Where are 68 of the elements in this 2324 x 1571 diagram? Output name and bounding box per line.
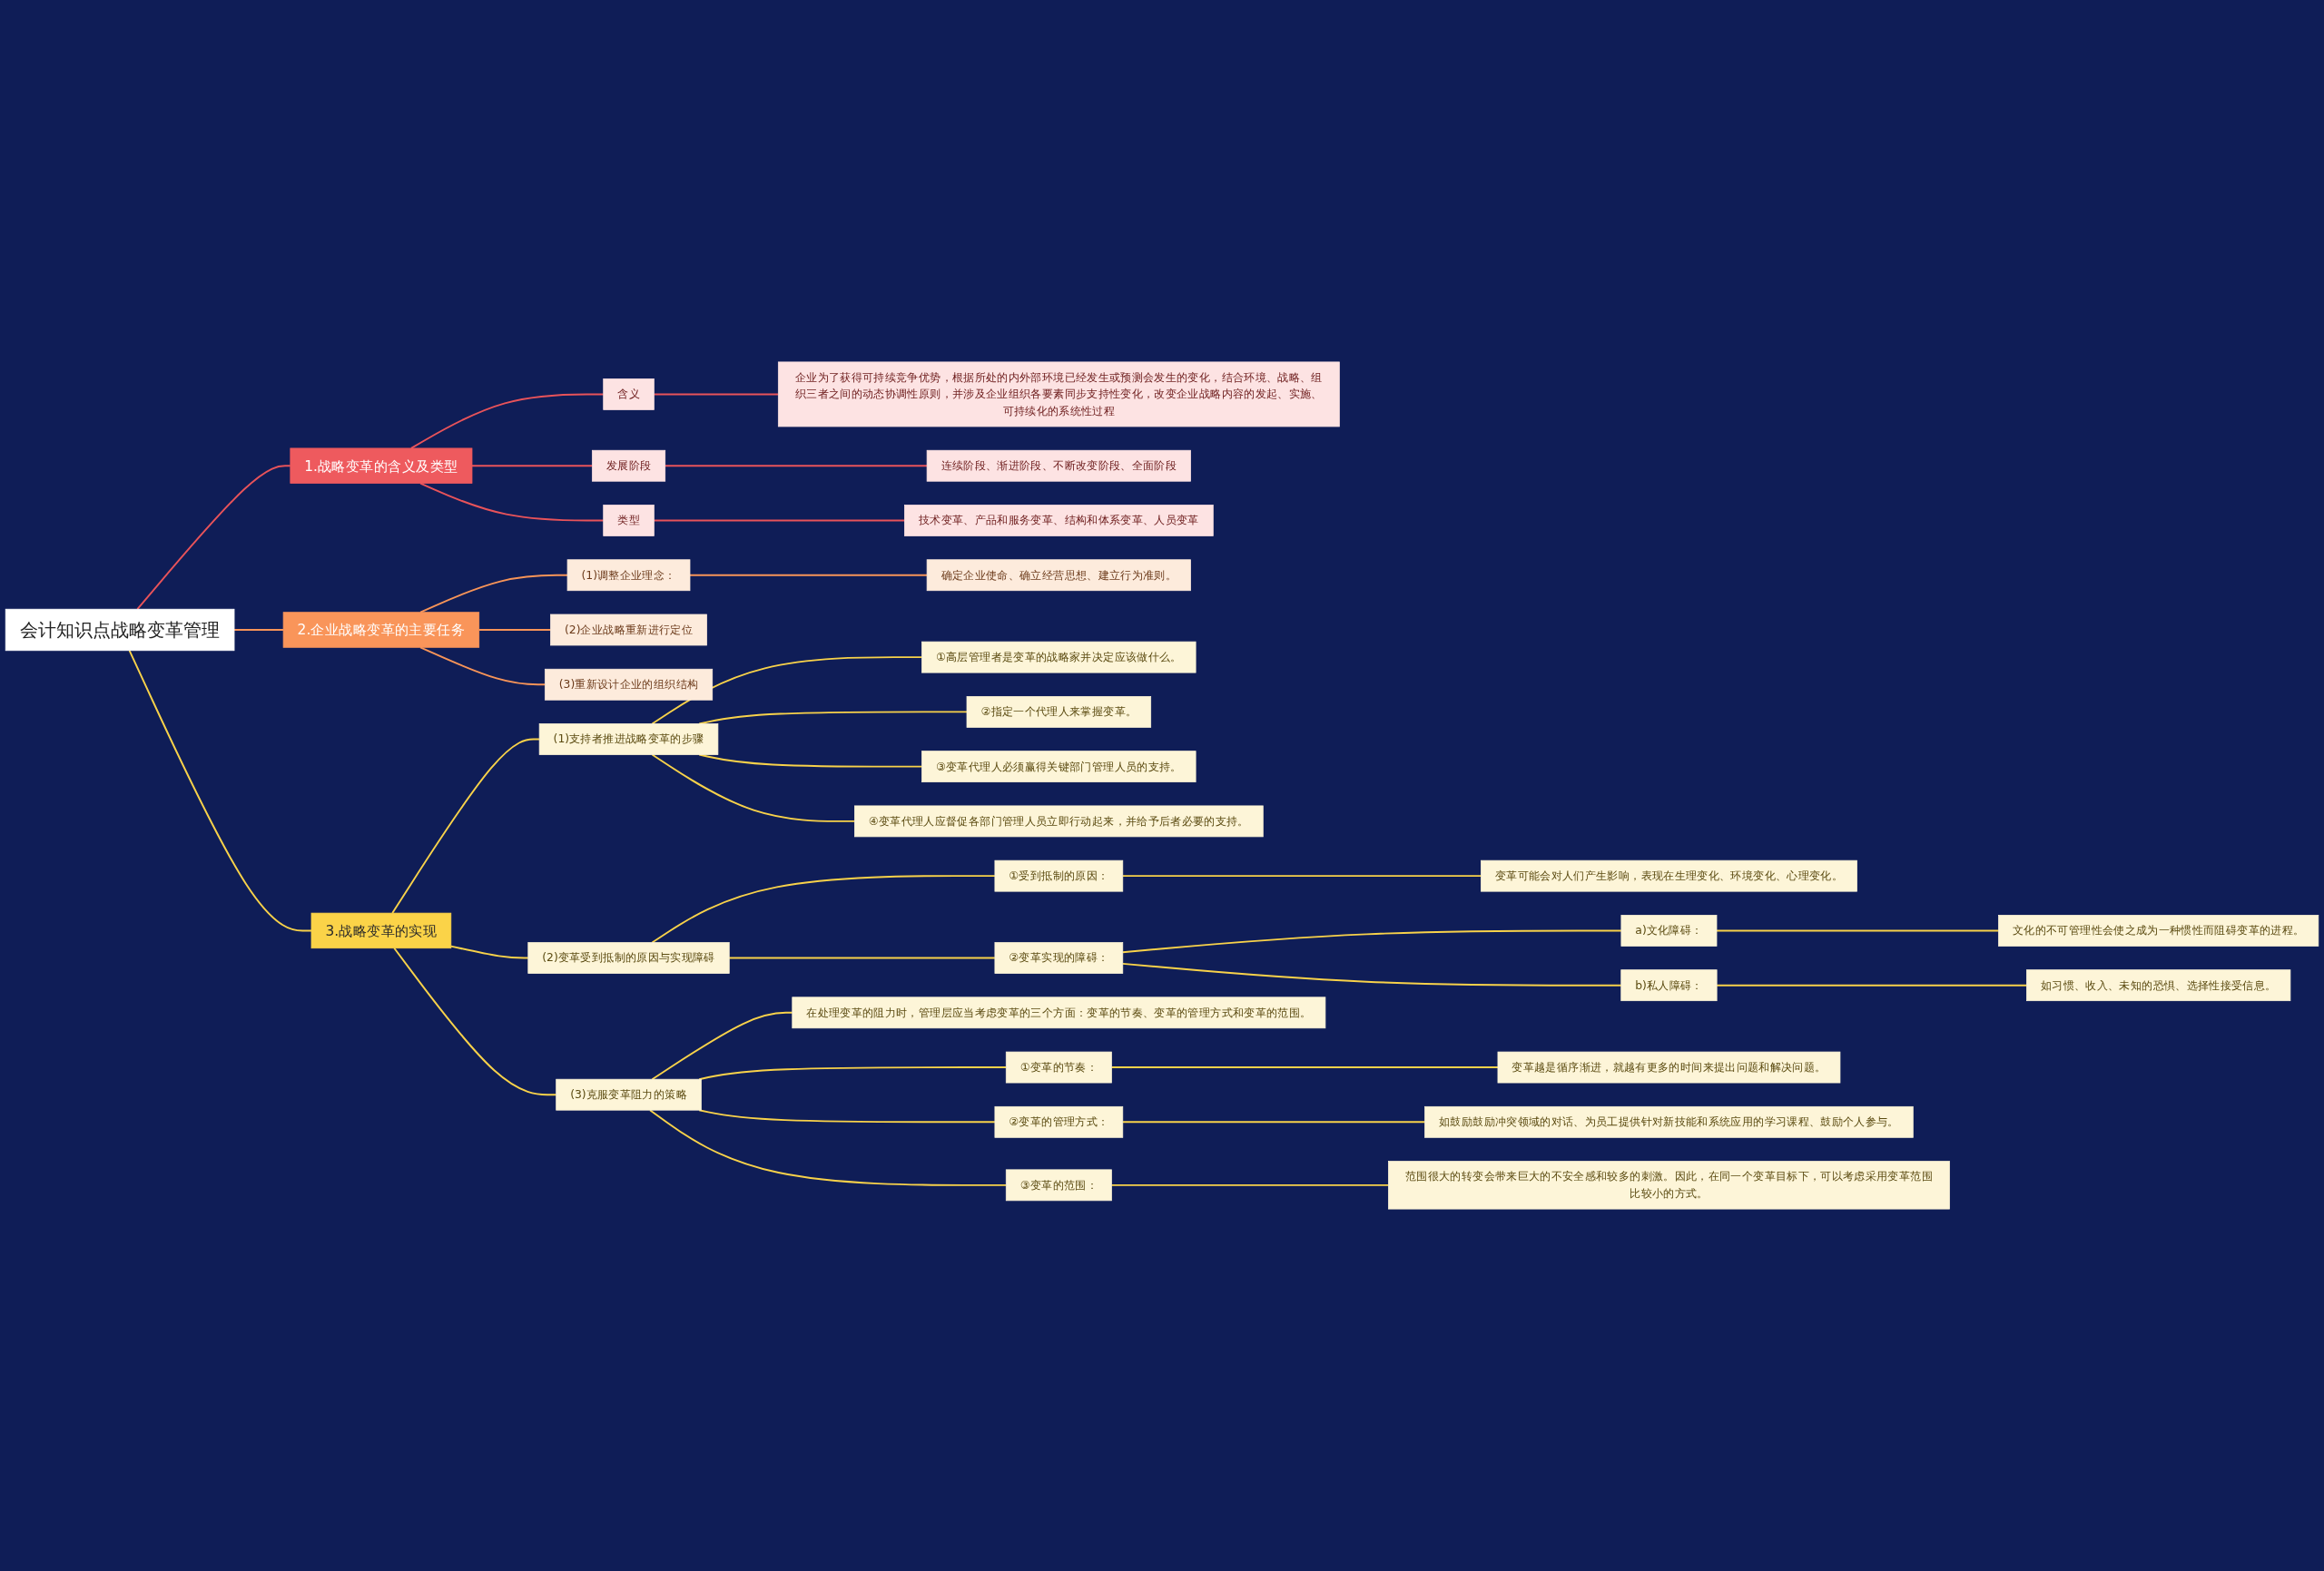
node-box xyxy=(544,668,714,701)
node-box xyxy=(994,942,1124,974)
node-box xyxy=(1005,1169,1112,1202)
connector xyxy=(651,656,923,725)
node-box xyxy=(904,505,1214,536)
node-box xyxy=(921,751,1196,783)
connector xyxy=(1716,984,2028,987)
node-box xyxy=(792,997,1326,1029)
connector xyxy=(393,947,557,1096)
connector xyxy=(653,519,906,522)
node-box xyxy=(603,505,655,536)
connector xyxy=(698,1066,1008,1081)
connector xyxy=(471,465,594,467)
node-box xyxy=(1497,1051,1841,1084)
node-box xyxy=(2026,969,2291,1002)
connector xyxy=(689,574,929,576)
node-box xyxy=(1620,915,1718,947)
connector xyxy=(1121,1121,1426,1124)
connector xyxy=(1121,875,1482,878)
connector xyxy=(653,393,780,396)
connector xyxy=(128,649,312,932)
node-box xyxy=(5,608,235,652)
connector xyxy=(1110,1183,1390,1186)
node-box xyxy=(854,805,1264,838)
connector xyxy=(649,1109,1008,1186)
node-box xyxy=(1424,1105,1914,1138)
connector xyxy=(664,465,929,467)
connector xyxy=(651,1011,793,1081)
node-box xyxy=(290,447,473,484)
node-box xyxy=(1388,1161,1950,1210)
connector xyxy=(1121,929,1622,954)
connector xyxy=(698,1109,996,1124)
node-box xyxy=(591,449,666,482)
node-box xyxy=(527,942,730,974)
connector xyxy=(449,945,529,959)
connector xyxy=(410,393,605,449)
node-box xyxy=(926,449,1191,482)
node-box xyxy=(310,912,452,949)
node-box xyxy=(550,614,707,646)
connector xyxy=(651,753,856,822)
node-box xyxy=(966,696,1152,728)
connector xyxy=(136,465,291,611)
connector xyxy=(419,574,568,614)
node-box xyxy=(994,1105,1124,1138)
node-box xyxy=(1620,969,1718,1002)
connector xyxy=(1110,1066,1499,1069)
connector xyxy=(419,646,547,686)
node-box xyxy=(921,641,1196,673)
node-box xyxy=(777,361,1340,427)
connector xyxy=(391,738,541,915)
node-box xyxy=(282,612,480,648)
node-box xyxy=(926,559,1191,592)
connector xyxy=(478,629,552,631)
connector xyxy=(1716,929,2000,932)
connector xyxy=(698,753,923,768)
node-box xyxy=(1005,1051,1112,1084)
connector xyxy=(233,629,285,631)
connector xyxy=(419,482,605,522)
node-box xyxy=(603,378,655,410)
connector xyxy=(1121,962,1622,987)
node-box xyxy=(1998,915,2319,947)
node-box xyxy=(994,859,1124,892)
node-box xyxy=(566,559,691,592)
node-box xyxy=(538,723,719,755)
node-box xyxy=(556,1078,702,1111)
connector xyxy=(728,957,996,959)
node-box xyxy=(1481,859,1857,892)
connector xyxy=(651,875,996,944)
